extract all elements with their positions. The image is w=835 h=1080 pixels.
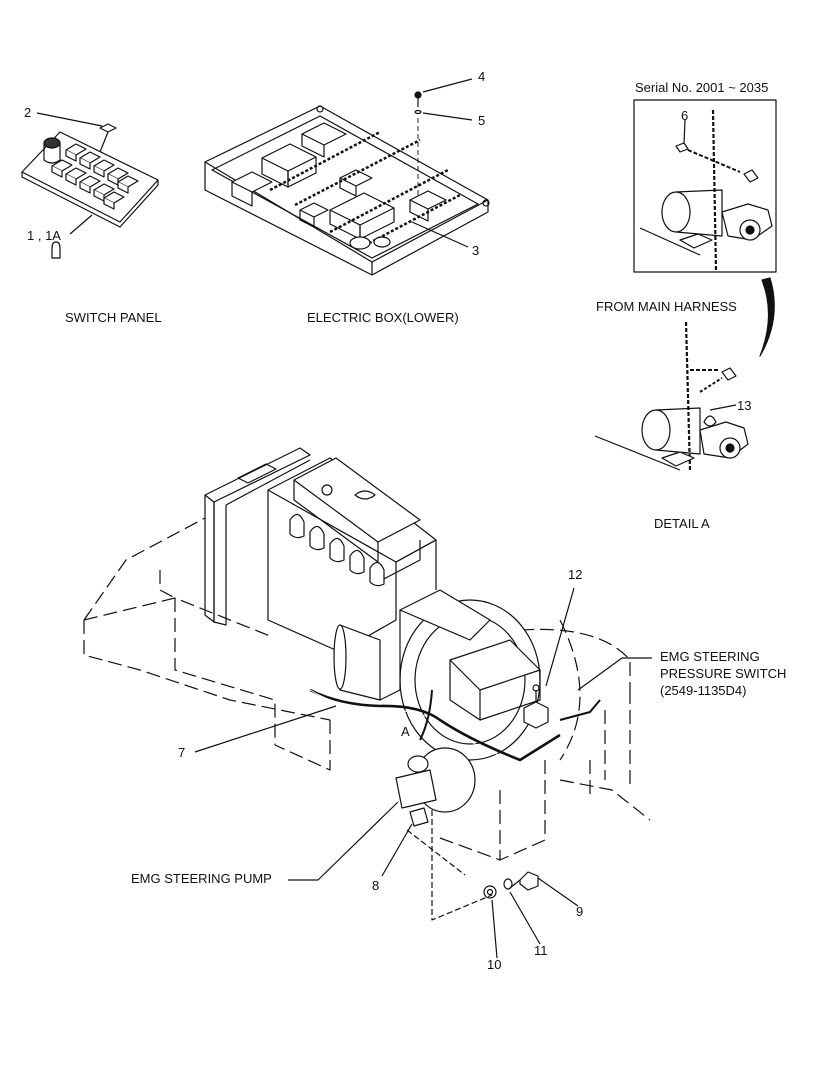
callout-3: 3: [472, 243, 480, 258]
detail-a-label: DETAIL A: [654, 516, 710, 531]
emg-steering-pump-label: EMG STEERING PUMP: [131, 871, 272, 886]
detail-ref-label: A: [401, 724, 410, 739]
callout-4: 4: [478, 69, 486, 84]
callout-1: 1 , 1A: [27, 228, 61, 243]
callout-10: 10: [487, 957, 502, 972]
callout-12: 12: [568, 567, 583, 582]
electric-box-drawing: [204, 78, 490, 276]
pressure-switch-label-line1: EMG STEERING: [660, 649, 760, 664]
serial-number-label: Serial No. 2001 ~ 2035: [635, 80, 769, 95]
callout-7: 7: [178, 745, 186, 760]
serial-detail-drawing: [633, 99, 777, 273]
pressure-switch-label-line3: (2549-1135D4): [660, 683, 747, 698]
from-main-harness-label: FROM MAIN HARNESS: [596, 299, 737, 314]
detail-a-drawing: [594, 321, 749, 471]
pressure-switch-label-line2: PRESSURE SWITCH: [660, 666, 787, 681]
main-assembly-drawing: [83, 447, 652, 959]
callout-13: 13: [737, 398, 752, 413]
callout-5: 5: [478, 113, 486, 128]
callout-6: 6: [681, 108, 689, 123]
electric-box-label: ELECTRIC BOX(LOWER): [307, 310, 459, 325]
callout-9: 9: [576, 904, 584, 919]
callout-2: 2: [24, 105, 32, 120]
transition-arrow: [759, 277, 775, 357]
callout-11: 11: [534, 943, 548, 958]
switch-panel-drawing: [21, 112, 159, 259]
switch-panel-label: SWITCH PANEL: [65, 310, 162, 325]
callout-8: 8: [372, 878, 380, 893]
